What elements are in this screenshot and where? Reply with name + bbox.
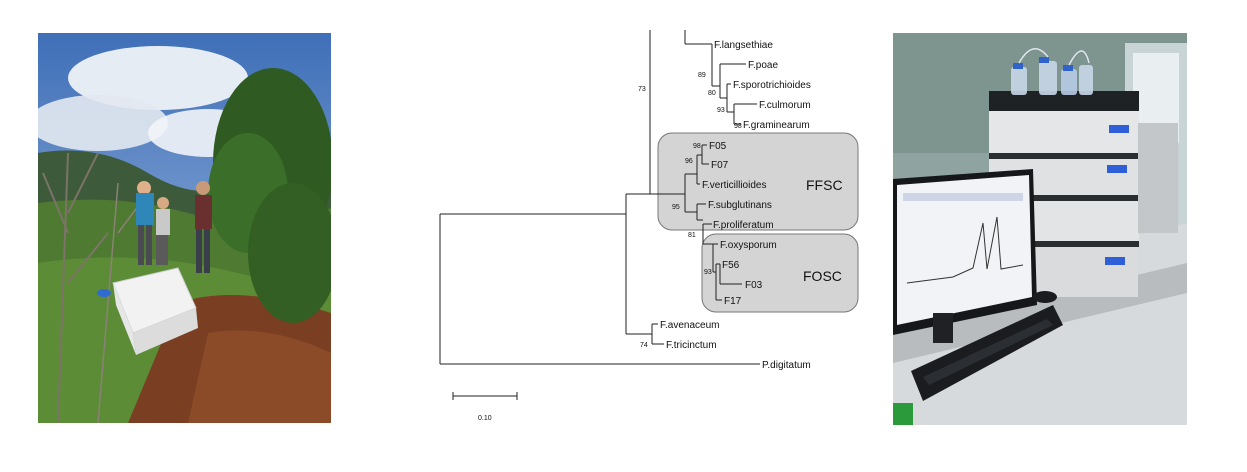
lab-photo-illustration (893, 33, 1187, 425)
clade-label-ffsc: FFSC (806, 177, 843, 193)
taxon-label: F.avenaceum (660, 320, 719, 331)
bootstrap-value: 93 (704, 269, 712, 276)
bootstrap-value: 95 (672, 204, 680, 211)
bootstrap-value: 80 (708, 90, 716, 97)
taxon-label: F.proliferatum (713, 220, 774, 231)
field-photo-illustration (38, 33, 331, 423)
bootstrap-value: 89 (698, 72, 706, 79)
bootstrap-value: 96 (685, 158, 693, 165)
bootstrap-value: 98 (734, 123, 742, 130)
taxon-labels: F.langsethiae F.poae F.sporotrichioides … (660, 40, 811, 371)
field-sampling-photo (38, 33, 331, 423)
taxon-label: F.culmorum (759, 100, 811, 111)
taxon-label: F.poae (748, 60, 778, 71)
bootstrap-value: 93 (717, 107, 725, 114)
taxon-label: F.verticillioides (702, 180, 766, 191)
taxon-label: F07 (711, 160, 729, 171)
clade-label-fosc: FOSC (803, 268, 842, 284)
taxon-label: F03 (745, 280, 763, 291)
lab-hplc-photo (893, 33, 1187, 425)
taxon-label: F.tricinctum (666, 340, 717, 351)
taxon-label: P.digitatum (762, 360, 811, 371)
bootstrap-value: 73 (638, 86, 646, 93)
scale-bar: 0.10 (452, 392, 518, 422)
tree-branches (439, 30, 760, 365)
taxon-label: F05 (709, 141, 727, 152)
taxon-label: F56 (722, 260, 740, 271)
phylogenetic-tree: FFSC FOSC (439, 30, 859, 422)
clade-box-ffsc (657, 132, 859, 231)
taxon-label: F.graminearum (743, 120, 810, 131)
taxon-label: F.oxysporum (720, 240, 777, 251)
taxon-label: F.langsethiae (714, 40, 773, 51)
bootstrap-values: 73 89 80 93 98 98 96 95 81 93 74 (638, 72, 742, 349)
taxon-label: F.sporotrichioides (733, 80, 811, 91)
scale-bar-label: 0.10 (478, 415, 492, 422)
taxon-label: F.subglutinans (708, 200, 772, 211)
clade-box-fosc (701, 233, 859, 313)
bootstrap-value: 74 (640, 342, 648, 349)
bootstrap-value: 81 (688, 232, 696, 239)
bootstrap-value: 98 (693, 143, 701, 150)
taxon-label: F17 (724, 296, 742, 307)
